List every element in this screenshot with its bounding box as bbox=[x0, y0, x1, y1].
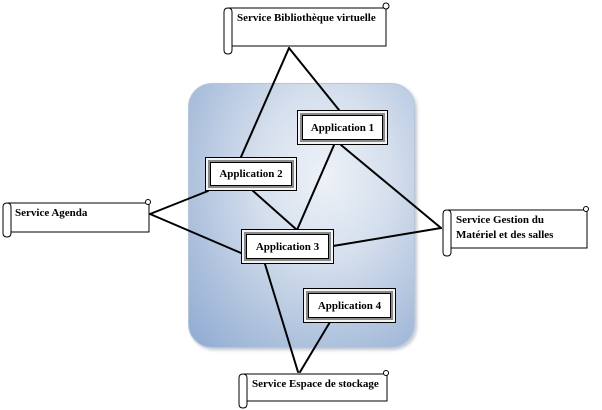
application-2-label: Application 2 bbox=[210, 162, 292, 186]
service-bibliotheque-scroll[interactable]: Service Bibliothèque virtuelle bbox=[220, 2, 390, 55]
scroll-shape-icon bbox=[442, 206, 589, 257]
scroll-shape-icon bbox=[238, 370, 389, 409]
link-bibliotheque-app1 bbox=[288, 47, 340, 111]
application-4-label: Application 4 bbox=[308, 293, 391, 318]
link-bibliotheque-app2 bbox=[240, 47, 290, 158]
application-3-box[interactable]: Application 3 bbox=[241, 229, 334, 264]
link-gestion-app1 bbox=[340, 144, 442, 229]
application-1-box[interactable]: Application 1 bbox=[297, 110, 388, 145]
service-agenda-scroll[interactable]: Service Agenda bbox=[0, 199, 152, 238]
service-stockage-label: Service Espace de stockage bbox=[252, 378, 379, 390]
link-agenda-app3 bbox=[149, 213, 242, 254]
application-4-box[interactable]: Application 4 bbox=[303, 288, 396, 323]
application-3-label: Application 3 bbox=[246, 234, 329, 259]
link-app1-app3 bbox=[296, 144, 335, 231]
scroll-shape-icon bbox=[2, 199, 151, 238]
link-stockage-app4 bbox=[299, 321, 331, 373]
link-agenda-app2 bbox=[149, 190, 209, 215]
link-gestion-app3 bbox=[332, 227, 442, 247]
scroll-shape-icon bbox=[223, 2, 390, 55]
service-gestion-scroll[interactable]: Service Gestion du Matériel et des salle… bbox=[440, 206, 590, 257]
application-1-label: Application 1 bbox=[302, 115, 383, 140]
link-app2-app3 bbox=[251, 189, 298, 231]
service-bibliotheque-label: Service Bibliothèque virtuelle bbox=[237, 12, 376, 24]
service-stockage-scroll[interactable]: Service Espace de stockage bbox=[236, 370, 390, 410]
service-agenda-label: Service Agenda bbox=[15, 207, 88, 219]
link-stockage-app3 bbox=[264, 263, 299, 373]
service-gestion-label-line1: Service Gestion du bbox=[456, 214, 544, 226]
application-2-box[interactable]: Application 2 bbox=[205, 157, 297, 191]
service-gestion-label-line2: Matériel et des salles bbox=[456, 229, 554, 241]
